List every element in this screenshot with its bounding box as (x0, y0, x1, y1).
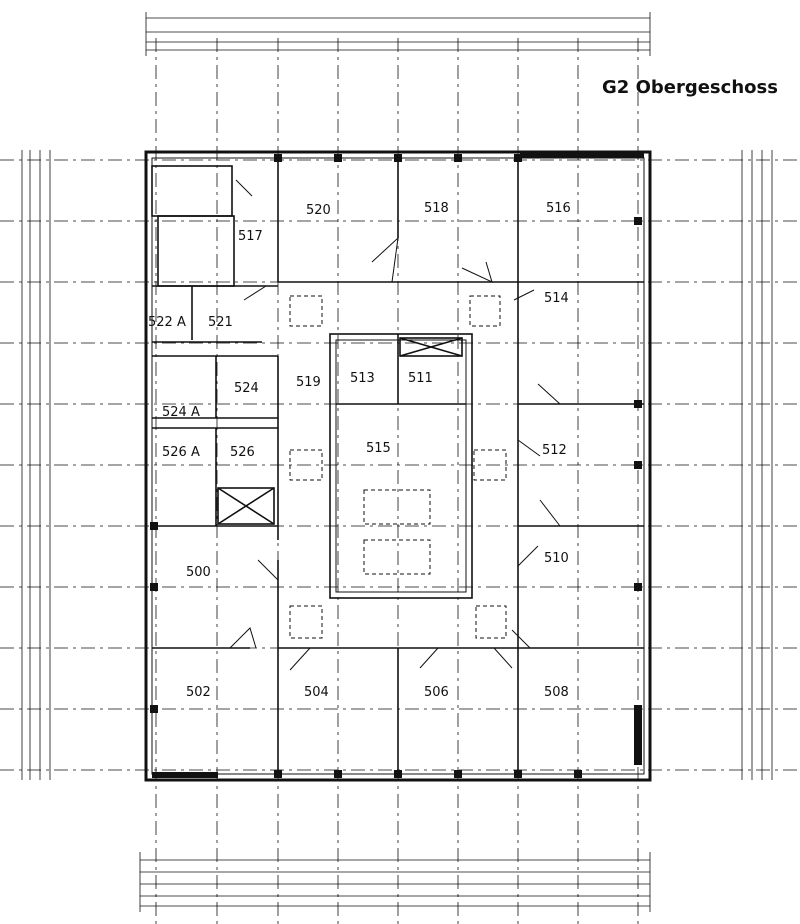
room-526a: 526 A (162, 445, 200, 460)
room-511: 511 (408, 371, 433, 386)
shaft-openings (289, 295, 507, 639)
room-513: 513 (350, 371, 375, 386)
room-524: 524 (234, 381, 259, 396)
room-515: 515 (366, 441, 391, 456)
room-506: 506 (424, 685, 449, 700)
dimension-chain-left (21, 150, 51, 780)
dimension-chain-top (145, 12, 651, 56)
room-514: 514 (544, 291, 569, 306)
floor-title: G2 Obergeschoss (602, 77, 778, 98)
room-labels: 520 518 516 517 514 522 A 521 524 519 51… (148, 201, 571, 700)
room-524a: 524 A (162, 405, 200, 420)
room-512: 512 (542, 443, 567, 458)
room-522a: 522 A (148, 315, 186, 330)
room-520: 520 (306, 203, 331, 218)
grid-lines (0, 38, 800, 924)
room-504: 504 (304, 685, 329, 700)
room-521: 521 (208, 315, 233, 330)
door-swings (229, 179, 561, 671)
columns (150, 152, 644, 778)
room-518: 518 (424, 201, 449, 216)
room-519: 519 (296, 375, 321, 390)
room-508: 508 (544, 685, 569, 700)
room-516: 516 (546, 201, 571, 216)
room-517: 517 (238, 229, 263, 244)
room-500: 500 (186, 565, 211, 580)
dimension-chain-right (741, 150, 773, 780)
room-502: 502 (186, 685, 211, 700)
room-526: 526 (230, 445, 255, 460)
interior-walls (151, 158, 644, 774)
dimension-chain-bottom (139, 852, 651, 912)
room-510: 510 (544, 551, 569, 566)
